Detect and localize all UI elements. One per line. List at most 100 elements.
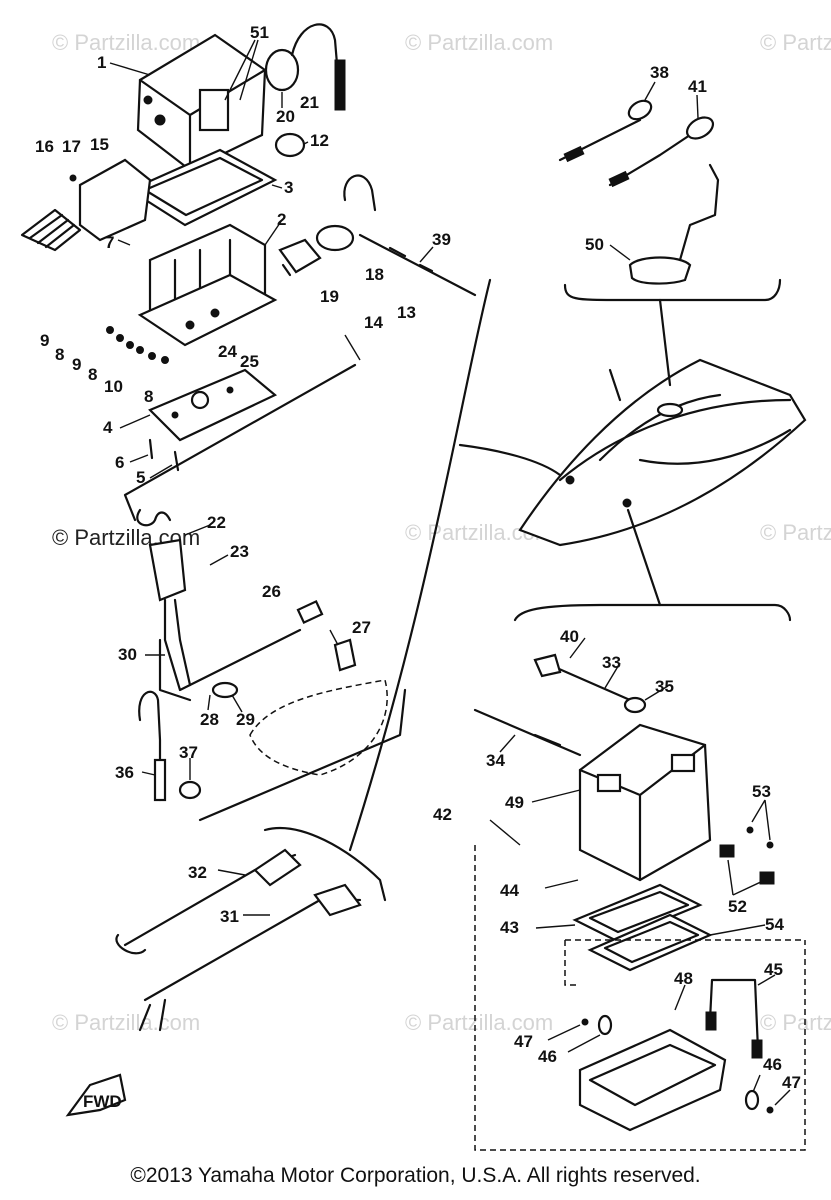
callout: 34 [486,751,505,770]
group-outline-2 [198,688,407,822]
screw-5 [173,450,180,472]
kit-outline-54 [564,939,805,986]
harness-22 [136,508,302,702]
callout: 15 [90,135,109,154]
leader-line [458,443,562,477]
callout: 44 [500,881,519,900]
callout: 53 [752,782,771,801]
callout: 33 [602,653,621,672]
callout: 20 [276,107,295,126]
callout: 46 [763,1055,782,1074]
callout: 35 [655,677,674,696]
mounting-plate-4 [148,368,278,442]
callout: 19 [320,287,339,306]
callout: 28 [200,710,219,729]
cap-12 [274,132,306,158]
watermark: © Partzilla.com [760,1010,831,1035]
callout: 52 [728,897,747,916]
callout: 49 [505,793,524,812]
watermark: © Partzilla.com [405,30,553,55]
clamp-29 [211,681,239,699]
callout: 13 [397,303,416,322]
watermark: © Partzilla.com [760,30,831,55]
watermark: © Partzilla.com [760,520,831,545]
callout: 27 [352,618,371,637]
callout: 18 [365,265,384,284]
callout: 31 [220,907,239,926]
kit-outline-42 [474,845,806,1151]
callout: 25 [240,352,259,371]
callout: 1 [97,53,106,72]
bracket-lower [513,603,792,622]
leader-line [348,278,492,852]
cable-32 [115,848,302,955]
callout: 38 [650,63,669,82]
callout: 22 [207,513,226,532]
callout: 12 [310,131,329,150]
sensor-26 [296,599,324,625]
battery-band-45 [705,978,763,1059]
callout: 32 [188,863,207,882]
callout: 10 [104,377,123,396]
callout: 50 [585,235,604,254]
callout: 46 [538,1047,557,1066]
callout: 23 [230,542,249,561]
callout: 5 [136,468,145,487]
callout: 54 [765,915,784,934]
group-outline-3 [263,827,387,902]
callout: 7 [105,233,114,252]
lead-36 [138,690,167,802]
watermark: © Partzilla.com [52,30,200,55]
callout: 47 [782,1073,801,1092]
callout-labels: 1 51 20 21 12 16 17 15 3 2 7 18 19 39 9 … [35,23,801,1092]
bracket-upper [563,278,782,302]
fwd-label: FWD [83,1092,122,1111]
bolts-52-53 [581,826,775,1114]
callout: 45 [764,960,783,979]
bolt-39 [358,233,477,297]
cover-15 [20,158,152,252]
coil-18 [315,174,377,252]
watercraft-hull [518,358,807,547]
watermark: © Partzilla.com [52,1010,200,1035]
group-outline [123,363,357,522]
callout: 8 [55,345,64,364]
leader-lines [109,39,791,1106]
callout: 40 [560,627,579,646]
battery-cable-34 [473,708,582,757]
callout: 17 [62,137,81,156]
base-plate [137,273,278,347]
callout: 36 [115,763,134,782]
callout: 9 [40,331,49,350]
cable-20 [264,23,346,111]
callout: 48 [674,969,693,988]
watermark: © Partzilla.com [405,1010,553,1035]
switch-41 [608,116,715,188]
callout: 2 [277,210,286,229]
leader-lower [626,508,662,607]
tray-pad-43 [572,883,703,942]
gasket-3 [127,148,278,227]
battery-cable-33 [533,653,647,714]
callout: 21 [300,93,319,112]
callout: 16 [35,137,54,156]
electrical-box-cover [136,33,267,172]
fwd-arrow-icon: FWD [65,1073,127,1117]
copyright-text: ©2013 Yamaha Motor Corporation, U.S.A. A… [130,1164,701,1187]
grommet-37 [178,780,202,800]
leader-upper [658,298,672,387]
callout: 39 [432,230,451,249]
stud-row-8-9-10 [106,326,169,364]
callout: 41 [688,77,707,96]
battery-49 [578,723,712,882]
battery-box [578,1028,727,1132]
callout: 14 [364,313,383,332]
switch-50 [628,163,720,285]
callout: 26 [262,582,281,601]
callout: 29 [236,710,255,729]
callout: 4 [103,418,113,437]
regulator-19 [278,238,322,277]
callout: 8 [144,387,153,406]
callout: 43 [500,918,519,937]
callout: 3 [284,178,293,197]
